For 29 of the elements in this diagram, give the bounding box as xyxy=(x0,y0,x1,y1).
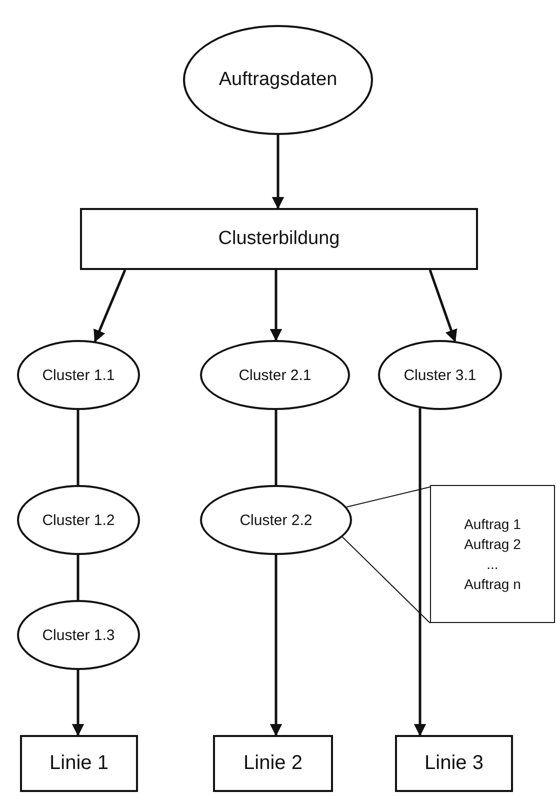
connector-line xyxy=(76,410,80,485)
callout-line xyxy=(346,486,430,508)
node-label: Cluster 1.2 xyxy=(42,512,115,528)
arrow xyxy=(270,555,282,736)
node-label: Clusterbildung xyxy=(218,228,340,250)
node-label: Auftragsdaten xyxy=(218,69,338,91)
node-label: Auftrag 1 xyxy=(464,516,521,532)
callout-line xyxy=(342,536,430,624)
arrow xyxy=(94,270,126,342)
arrow xyxy=(272,135,284,210)
connector-line xyxy=(76,555,80,600)
node-label: Auftrag 2 xyxy=(464,536,521,552)
node-label: Cluster 1.1 xyxy=(42,366,115,384)
node-label: Auftrag n xyxy=(464,576,521,592)
arrow xyxy=(428,270,458,342)
connector-line xyxy=(274,410,278,485)
node-label: Linie 2 xyxy=(244,752,302,775)
node-label: Cluster 2.1 xyxy=(238,366,312,384)
node-label: ... xyxy=(486,556,498,572)
node-label: Linie 1 xyxy=(50,752,108,775)
node-label: Cluster 2.2 xyxy=(240,512,312,528)
arrow xyxy=(414,408,426,736)
node-label: Linie 3 xyxy=(424,752,484,775)
node-label: Cluster 1.3 xyxy=(42,626,115,644)
node-label: Cluster 3.1 xyxy=(404,366,476,384)
order-list-box xyxy=(430,485,555,623)
process-box xyxy=(80,208,478,270)
arrow xyxy=(72,670,84,736)
arrow xyxy=(270,270,282,342)
